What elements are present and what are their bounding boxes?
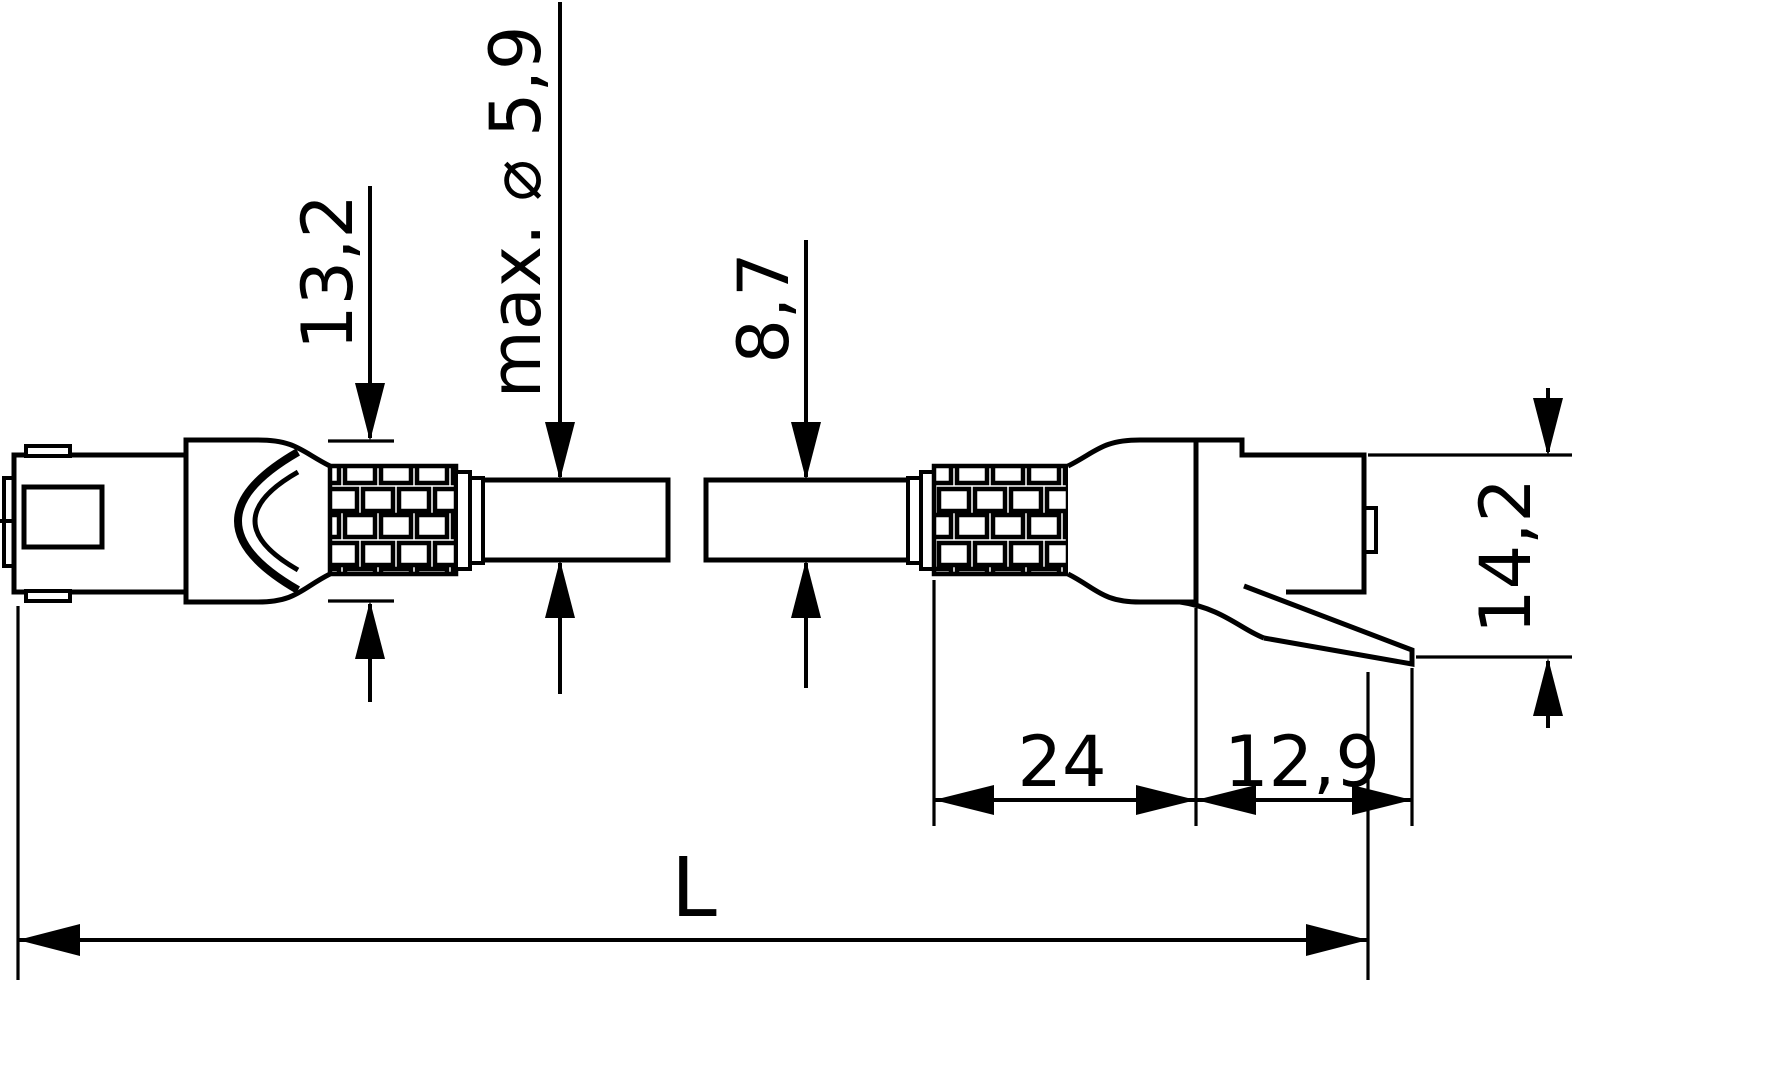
cable: [483, 477, 920, 563]
dimension-connector-height: 14,2: [1368, 388, 1572, 728]
dimension-total-length: L: [16, 606, 1370, 980]
plug-nose: [2, 476, 16, 568]
cable-segment-right: [703, 477, 920, 563]
latch-lever: [1243, 583, 1415, 667]
dimension-cable-diameter: 8,7: [723, 240, 821, 688]
dimension-plug-length: 12,9: [1196, 668, 1414, 826]
boot-inner-curve: [234, 448, 300, 594]
strain-relief-rib: [454, 470, 472, 571]
plug-step-bottom: [24, 589, 72, 603]
dim-label-cable-max-diameter: max. ⌀ 5,9: [475, 26, 557, 399]
boot: [183, 437, 332, 605]
plug-step-top: [24, 444, 72, 458]
dimension-cable-max-diameter: max. ⌀ 5,9: [475, 2, 575, 694]
dimension-strain-relief-length: 24: [932, 580, 1198, 826]
strain-relief-rib: [468, 476, 485, 565]
boot-inner-curve-2: [252, 469, 300, 573]
dim-label-cable-diameter: 8,7: [723, 252, 805, 363]
dim-label-connector-height: 14,2: [1465, 478, 1547, 634]
boot: [1066, 437, 1199, 605]
cable-segment-left: [483, 477, 671, 563]
left-connector: [0, 437, 485, 605]
dim-label-plug-length: 12,9: [1224, 721, 1380, 803]
dimension-boot-height: 13,2: [287, 186, 394, 702]
dim-label-total-length: L: [671, 841, 717, 936]
boot-latch-sweep: [1179, 599, 1265, 641]
dim-label-strain-relief-length: 24: [1017, 721, 1106, 803]
plug-body: [1196, 437, 1367, 595]
strain-relief-corrugation: [931, 463, 1071, 577]
contact-window: [21, 484, 105, 550]
strain-relief-corrugation: [327, 463, 459, 577]
dim-label-boot-height: 13,2: [287, 194, 369, 350]
right-connector: [906, 437, 1415, 667]
plug-nose: [1364, 506, 1378, 554]
